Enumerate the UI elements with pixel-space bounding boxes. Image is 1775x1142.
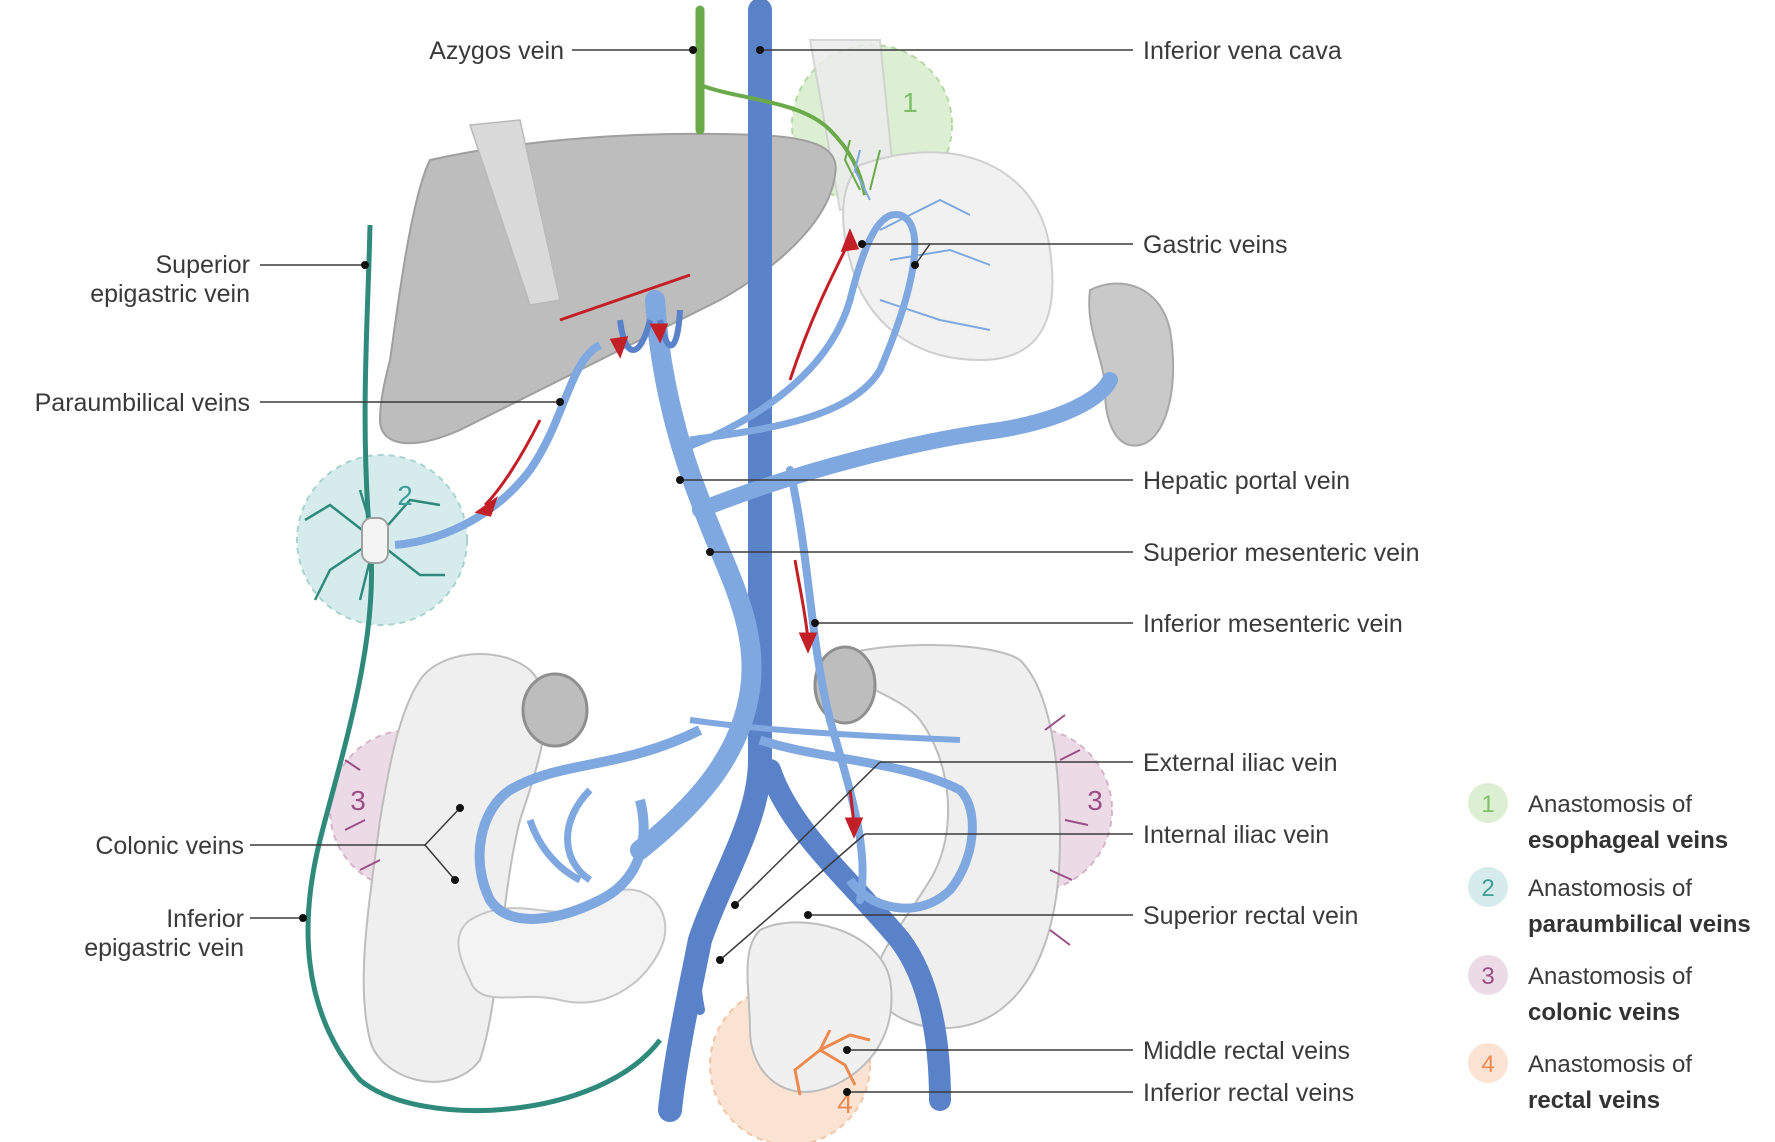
- label-internal-iliac-vein: Internal iliac vein: [1143, 821, 1329, 849]
- legend-item-3: 3 Anastomosis of colonic veins: [1468, 955, 1692, 1026]
- legend: 1 Anastomosis of esophageal veins 2 Anas…: [1468, 783, 1751, 1114]
- label-paraumbilical-veins: Paraumbilical veins: [35, 389, 250, 417]
- legend-item-2: 2 Anastomosis of paraumbilical veins: [1468, 867, 1751, 938]
- label-inferior-mesenteric-vein: Inferior mesenteric vein: [1143, 610, 1403, 638]
- legend-item-1: 1 Anastomosis of esophageal veins: [1468, 783, 1728, 854]
- legend-line2-4: rectal veins: [1528, 1087, 1660, 1114]
- label-inferior-epigastric-vein-1: Inferior: [166, 905, 244, 933]
- legend-line1-2: Anastomosis of: [1528, 875, 1692, 902]
- zone-2-number: 2: [397, 480, 413, 511]
- legend-line2-3: colonic veins: [1528, 999, 1680, 1026]
- legend-line2-1: esophageal veins: [1528, 827, 1728, 854]
- label-hepatic-portal-vein: Hepatic portal vein: [1143, 467, 1350, 495]
- label-colonic-veins: Colonic veins: [95, 832, 244, 860]
- label-superior-rectal-vein: Superior rectal vein: [1143, 902, 1358, 930]
- label-inferior-rectal-veins: Inferior rectal veins: [1143, 1079, 1354, 1107]
- legend-line1-1: Anastomosis of: [1528, 791, 1692, 818]
- label-superior-mesenteric-vein: Superior mesenteric vein: [1143, 539, 1420, 567]
- ascending-colon: [364, 654, 546, 1082]
- stomach: [843, 152, 1052, 360]
- legend-line1-3: Anastomosis of: [1528, 963, 1692, 990]
- label-inferior-epigastric-vein-2: epigastric vein: [84, 934, 244, 962]
- zone-1-number: 1: [902, 87, 918, 118]
- umbilicus: [362, 518, 388, 563]
- label-external-iliac-vein: External iliac vein: [1143, 749, 1338, 777]
- legend-num-3: 3: [1481, 963, 1494, 990]
- label-middle-rectal-veins: Middle rectal veins: [1143, 1037, 1350, 1065]
- colonic-arcade-left-inner: [530, 790, 590, 880]
- legend-num-2: 2: [1481, 875, 1494, 902]
- label-inferior-vena-cava: Inferior vena cava: [1143, 37, 1342, 65]
- label-azygos-vein: Azygos vein: [429, 37, 564, 65]
- label-superior-epigastric-vein-2: epigastric vein: [90, 280, 250, 308]
- legend-num-1: 1: [1481, 791, 1494, 818]
- legend-item-4: 4 Anastomosis of rectal veins: [1468, 1043, 1692, 1114]
- legend-line1-4: Anastomosis of: [1528, 1051, 1692, 1078]
- transverse-colon-left-section: [523, 674, 587, 746]
- label-gastric-veins: Gastric veins: [1143, 231, 1287, 259]
- legend-num-4: 4: [1481, 1051, 1494, 1078]
- zone-3-right-number: 3: [1087, 785, 1103, 816]
- zone-3-left-number: 3: [350, 785, 366, 816]
- hepatic-portal-vein: [640, 300, 752, 850]
- legend-line2-2: paraumbilical veins: [1528, 911, 1751, 938]
- label-superior-epigastric-vein-1: Superior: [156, 251, 251, 279]
- spleen: [1089, 283, 1173, 445]
